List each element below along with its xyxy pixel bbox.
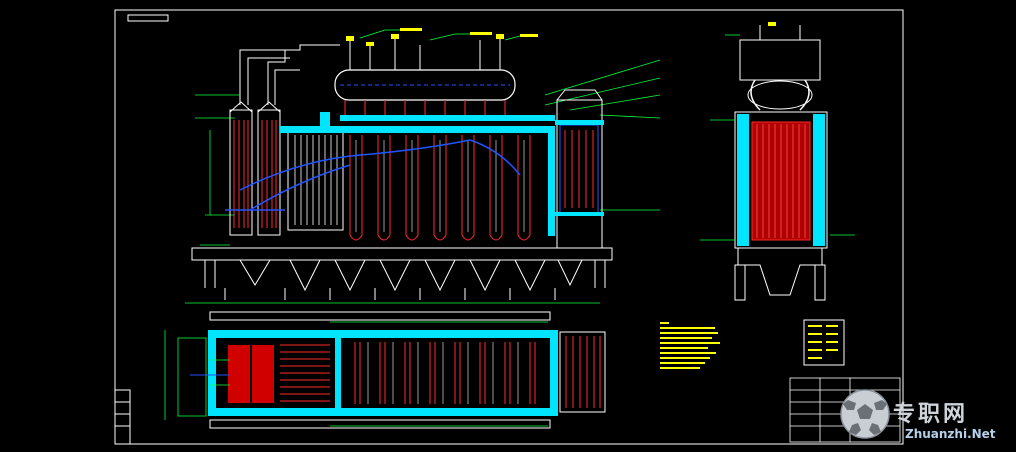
plan-view	[164, 311, 606, 429]
watermark-en-text: Zhuanzhi.Net	[905, 427, 996, 441]
soccer-ball-icon	[840, 389, 890, 439]
plan-air-preheater	[559, 331, 606, 413]
air-preheater	[555, 89, 604, 249]
base-slab	[191, 247, 613, 261]
drawing-frame	[114, 9, 904, 445]
furnace-tube-panels	[349, 135, 531, 241]
economizer-block	[287, 129, 344, 231]
furnace-casing	[280, 112, 555, 236]
ash-hoppers	[204, 259, 606, 292]
side-elevation-view	[700, 22, 855, 301]
front-elevation-view	[185, 28, 661, 304]
technical-notes	[660, 322, 720, 369]
superheater-columns	[229, 101, 281, 236]
watermark-cn-text: 专职网	[893, 402, 969, 427]
parameter-table	[803, 319, 845, 366]
